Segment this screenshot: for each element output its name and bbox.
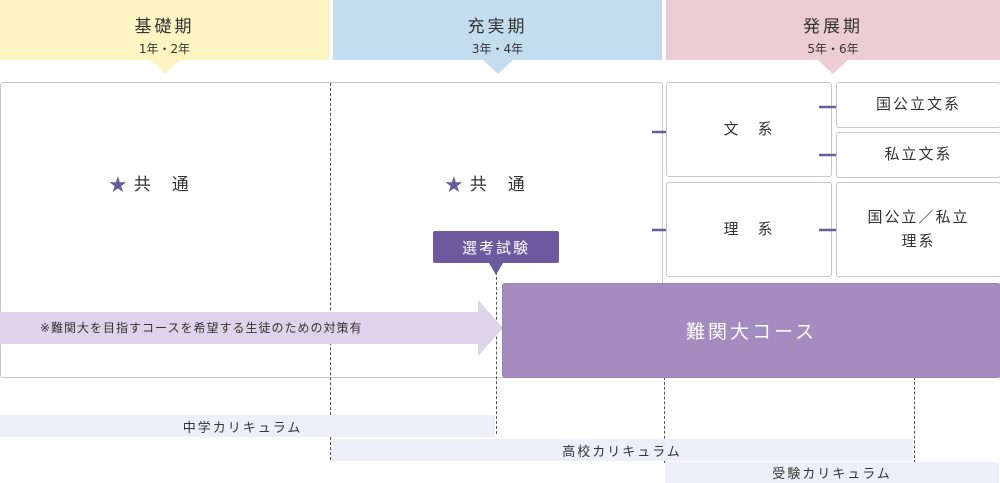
elite-course-label: 難関大コース [685, 321, 818, 343]
selection-exam-badge: 選考試験 [433, 231, 559, 263]
phase-years: 1年・2年 [138, 42, 191, 56]
path-label-line2: 理系 [901, 231, 936, 250]
phase-title: 発展期 [803, 17, 863, 37]
curriculum-label: 高校カリキュラム [562, 444, 682, 460]
path-kokko-bunkei: 国公立文系 [836, 82, 1000, 128]
selection-exam-label: 選考試験 [461, 238, 530, 257]
track-label: 理 系 [723, 219, 775, 238]
phase-header-kiso: 基礎期 1年・2年 [0, 0, 329, 74]
path-label: 国公立文系 [875, 95, 961, 114]
elite-note: ※難関大を目指すコースを希望する生徒のための対策有 [40, 321, 363, 335]
curriculum-label: 受験カリキュラム [772, 467, 892, 482]
divider-line [496, 262, 497, 434]
phase-pointer [818, 60, 848, 74]
path-label: 私立文系 [884, 145, 953, 164]
note-band-shape [0, 300, 503, 356]
path-kokko-shiritsu-rikei: 国公立／私立 理系 [836, 182, 1000, 277]
star-icon: ★ [444, 173, 466, 198]
common-label-phase2: ★共 通 [444, 170, 527, 198]
curriculum-junior: 中学カリキュラム [0, 415, 495, 437]
curriculum-high: 高校カリキュラム [331, 439, 913, 461]
curriculum-label: 中学カリキュラム [182, 420, 303, 436]
curriculum-exam: 受験カリキュラム [665, 462, 999, 483]
common-text: 共 通 [469, 175, 527, 195]
phase-pointer [482, 60, 513, 74]
divider-line [664, 377, 665, 463]
divider-line [914, 377, 915, 463]
elite-course-box: 難関大コース [502, 283, 1000, 378]
phase-header-hatten: 発展期 5年・6年 [666, 0, 1000, 74]
path-shiritsu-bunkei: 私立文系 [836, 132, 1000, 178]
phase-years: 3年・4年 [471, 42, 524, 56]
track-label: 文 系 [723, 119, 775, 138]
path-label-line1: 国公立／私立 [867, 208, 970, 227]
track-rikei: 理 系 [666, 182, 832, 277]
phase-title: 基礎期 [134, 17, 195, 37]
phase-title: 充実期 [467, 17, 528, 37]
phase-pointer [149, 60, 180, 74]
divider-line [330, 83, 331, 460]
selection-exam-pointer [489, 263, 503, 275]
common-text: 共 通 [133, 175, 191, 195]
elite-note-arrow [0, 300, 504, 360]
phase-years: 5年・6年 [807, 42, 859, 56]
common-label-phase1: ★共 通 [108, 170, 191, 198]
track-bunkei: 文 系 [666, 82, 832, 177]
star-icon: ★ [108, 173, 130, 198]
phase-header-jujitsu: 充実期 3年・4年 [333, 0, 662, 74]
